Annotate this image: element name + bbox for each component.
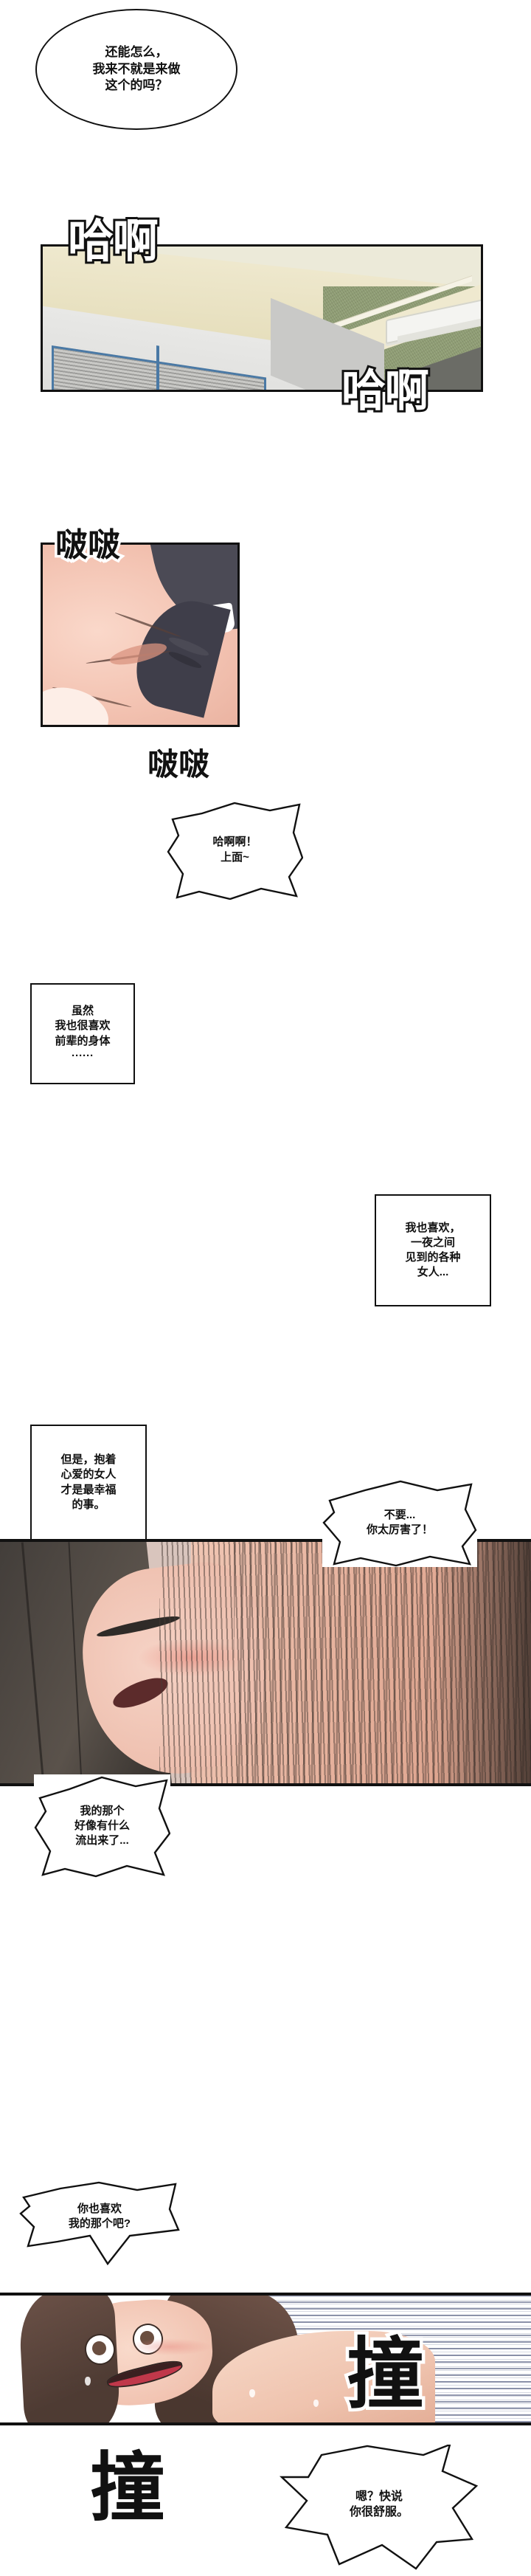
sfx-kiss-lower-text: 啵啵 bbox=[145, 746, 212, 782]
speech-bubble-spiky-9-text: 嗯？快说 你很舒服。 bbox=[349, 2490, 409, 2518]
sfx-impact-upper-text: 撞 bbox=[343, 2332, 427, 2418]
speech-bubble-spiky-9: 嗯？快说 你很舒服。 bbox=[279, 2445, 479, 2570]
speech-bubble-spiky-2: 哈啊啊！ 上面~ bbox=[167, 800, 303, 900]
sfx-haa-lower-text: 哈啊 bbox=[339, 366, 431, 416]
speech-bubble-ellipse-1-text: 还能怎么， 我来不就是来做 这个的吗？ bbox=[92, 45, 181, 93]
sweat-drop-1 bbox=[85, 2377, 91, 2386]
pupil-left bbox=[92, 2341, 106, 2355]
spiky-bubble-shape-7 bbox=[34, 1776, 170, 1878]
speech-bubble-spiky-6-text: 不要... 你太厉害了！ bbox=[366, 1508, 433, 1536]
ceiling-room-panel bbox=[41, 244, 483, 392]
narration-box-5-text: 但是，抱着 心爱的女人 才是最幸福 的事。 bbox=[60, 1453, 117, 1511]
sfx-haa-lower: 哈啊 bbox=[339, 366, 431, 416]
speech-bubble-spiky-2-text: 哈啊啊！ 上面~ bbox=[212, 836, 257, 864]
narration-box-4-text: 我也喜欢， 一夜之间 见到的各种 女人... bbox=[405, 1221, 461, 1279]
sfx-kiss-upper-text: 啵啵 bbox=[53, 526, 123, 564]
sfx-kiss-upper: 啵啵 bbox=[53, 526, 123, 564]
speech-bubble-spiky-7: 我的那个 好像有什么 流出来了... bbox=[34, 1774, 170, 1878]
speech-bubble-spiky-8-text: 你也喜欢 我的那个吧? bbox=[68, 2202, 131, 2230]
narration-box-3: 虽然 我也很喜欢 前辈的身体 ······ bbox=[30, 983, 135, 1084]
sfx-kiss-lower: 啵啵 bbox=[145, 746, 212, 782]
sweat-drop-3 bbox=[313, 2400, 319, 2408]
narration-box-3-text: 虽然 我也很喜欢 前辈的身体 ······ bbox=[55, 1005, 111, 1062]
spiky-bubble-shape-9 bbox=[279, 2445, 479, 2570]
sfx-haa-upper: 哈啊 bbox=[66, 216, 161, 267]
girl-speedlines-panel bbox=[0, 2293, 531, 2425]
window-blinds-divider bbox=[156, 345, 160, 390]
sfx-impact-lower-text: 撞 bbox=[87, 2446, 169, 2530]
sweat-drop-2 bbox=[249, 2389, 255, 2397]
narration-box-5: 但是，抱着 心爱的女人 才是最幸福 的事。 bbox=[30, 1425, 147, 1540]
kiss-closeup-panel bbox=[41, 543, 240, 727]
spiky-bubble-shape-2 bbox=[167, 802, 303, 900]
spiky-bubble-shape-8 bbox=[19, 2181, 180, 2266]
sfx-haa-upper-text: 哈啊 bbox=[66, 216, 161, 267]
sfx-impact-lower: 撞 bbox=[87, 2448, 169, 2529]
sfx-impact-upper: 撞 bbox=[343, 2333, 427, 2417]
speech-bubble-ellipse-1: 还能怎么， 我来不就是来做 这个的吗？ bbox=[35, 9, 237, 130]
narration-box-4: 我也喜欢， 一夜之间 见到的各种 女人... bbox=[375, 1194, 491, 1306]
right-shadow bbox=[435, 1542, 531, 1783]
motion-closeup-panel bbox=[0, 1539, 531, 1786]
speech-bubble-spiky-8: 你也喜欢 我的那个吧? bbox=[19, 2181, 180, 2270]
speech-bubble-spiky-6: 不要... 你太厉害了！ bbox=[322, 1478, 477, 1567]
girl-blush bbox=[127, 2338, 212, 2355]
spiky-bubble-shape-6 bbox=[322, 1480, 477, 1567]
speech-bubble-spiky-7-text: 我的那个 好像有什么 流出来了... bbox=[74, 1804, 130, 1847]
